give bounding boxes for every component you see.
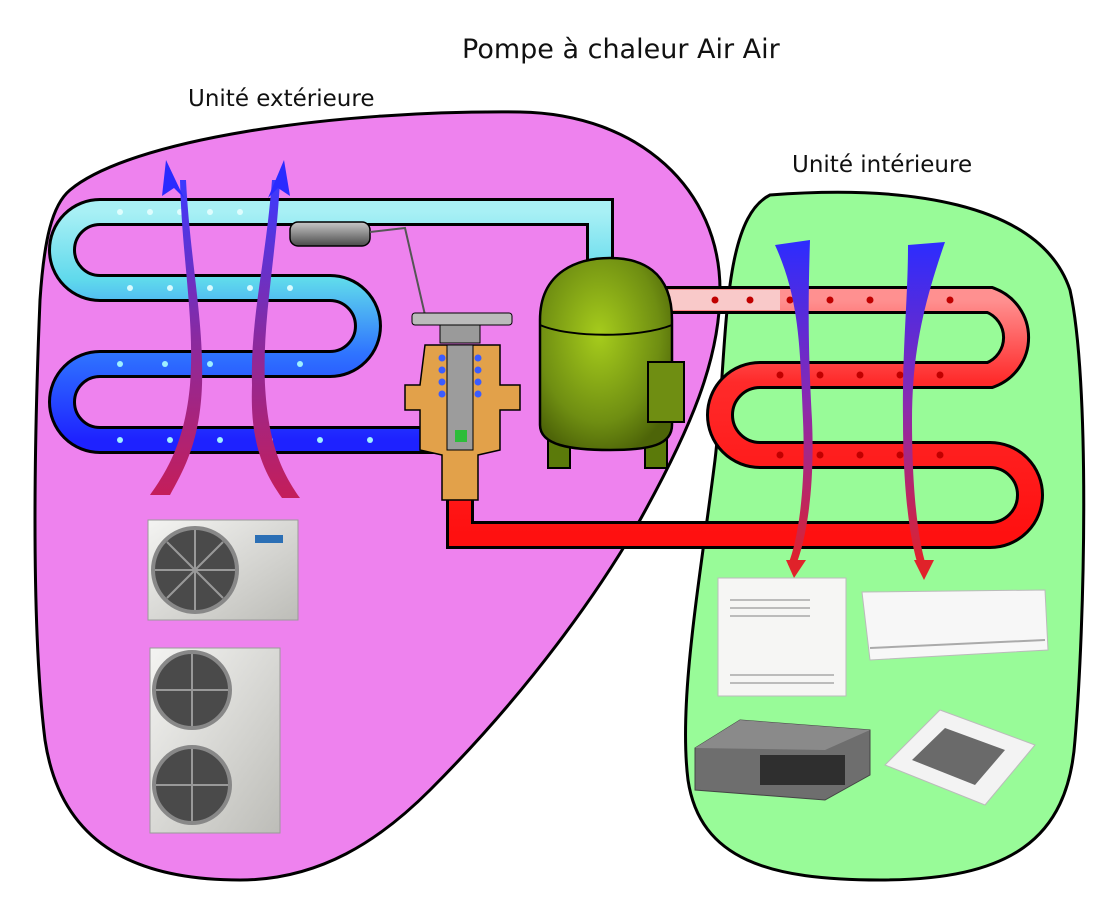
outdoor-zone xyxy=(33,110,722,882)
page-title: Pompe à chaleur Air Air xyxy=(462,34,780,65)
console-unit-picture xyxy=(717,577,847,697)
outdoor-air-arrows xyxy=(150,160,300,498)
outdoor-unit-label: Unité extérieure xyxy=(188,86,375,112)
evaporator-coil xyxy=(48,198,614,454)
expansion-valve xyxy=(404,312,521,501)
hot-line xyxy=(446,286,1044,549)
outdoor-unit-large-picture xyxy=(149,647,281,834)
outdoor-unit-small-picture xyxy=(147,519,299,621)
indoor-air-streams xyxy=(775,240,945,580)
compressor xyxy=(538,256,685,469)
ducted-unit-picture xyxy=(694,719,871,801)
indoor-unit-label: Unité intérieure xyxy=(792,152,973,178)
sensing-bulb xyxy=(289,221,426,316)
wall-split-unit-picture xyxy=(861,589,1049,661)
cassette-unit-picture xyxy=(884,709,1036,806)
